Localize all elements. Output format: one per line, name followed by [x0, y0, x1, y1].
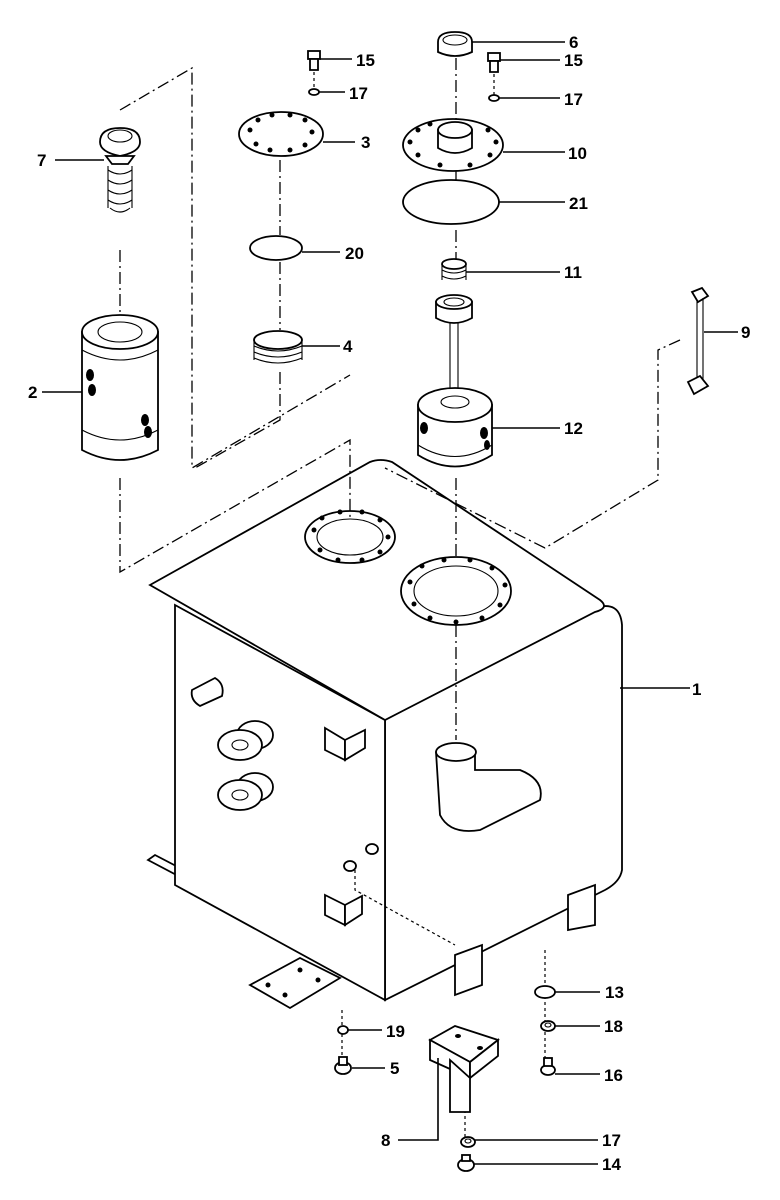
callout-17b: 17 — [564, 90, 583, 109]
part-12-suction-strainer — [417, 294, 493, 468]
callout-6: 6 — [569, 33, 578, 52]
callout-9: 9 — [741, 323, 750, 342]
part-4-spring — [253, 330, 303, 364]
callout-1: 1 — [692, 680, 701, 699]
callout-13: 13 — [605, 983, 624, 1002]
leader-lines — [42, 41, 738, 1165]
callout-18: 18 — [604, 1017, 623, 1036]
callout-4: 4 — [343, 337, 353, 356]
part-17-washer-bottom — [460, 1136, 476, 1148]
part-7-relief-valve — [99, 127, 141, 213]
callout-17a: 17 — [349, 84, 368, 103]
callout-10: 10 — [568, 144, 587, 163]
part-17-washer-left — [308, 88, 320, 96]
callout-3: 3 — [361, 133, 370, 152]
part-10-cover — [402, 118, 504, 172]
part-17-washer-right — [488, 94, 500, 102]
callout-labels: 1 2 3 4 5 6 7 8 9 10 11 12 13 14 15 15 1… — [28, 33, 750, 1174]
callout-7: 7 — [37, 151, 46, 170]
part-8-bracket — [428, 1025, 500, 1113]
callout-12: 12 — [564, 419, 583, 438]
hydraulic-tank — [146, 459, 623, 1010]
part-5-bolt — [334, 1056, 352, 1075]
callout-14: 14 — [602, 1155, 621, 1174]
part-16-bolt — [540, 1057, 556, 1076]
callout-15a: 15 — [356, 51, 375, 70]
callout-20: 20 — [345, 244, 364, 263]
callout-17c: 17 — [602, 1131, 621, 1150]
part-13-washer — [534, 985, 556, 999]
part-21-gasket — [402, 179, 500, 225]
part-20-gasket — [249, 235, 303, 261]
callout-21: 21 — [569, 194, 588, 213]
part-9-level-gauge — [686, 286, 710, 396]
part-19-washer — [337, 1025, 349, 1035]
callout-8: 8 — [381, 1131, 390, 1150]
callout-2: 2 — [28, 383, 37, 402]
part-2-filter-element — [81, 314, 159, 461]
callout-5: 5 — [390, 1059, 399, 1078]
callout-16: 16 — [604, 1066, 623, 1085]
part-6-breather-cap — [437, 31, 473, 57]
part-15-bolt-left — [307, 50, 321, 71]
part-3-cover-plate — [238, 111, 324, 157]
part-11-spring — [441, 258, 467, 280]
callout-15b: 15 — [564, 51, 583, 70]
part-15-bolt-right — [487, 52, 501, 73]
assembly-guide-lines — [119, 58, 681, 1145]
callout-19: 19 — [386, 1022, 405, 1041]
part-18-nut — [540, 1020, 556, 1032]
callout-11: 11 — [564, 263, 582, 282]
part-14-nut — [457, 1154, 475, 1172]
